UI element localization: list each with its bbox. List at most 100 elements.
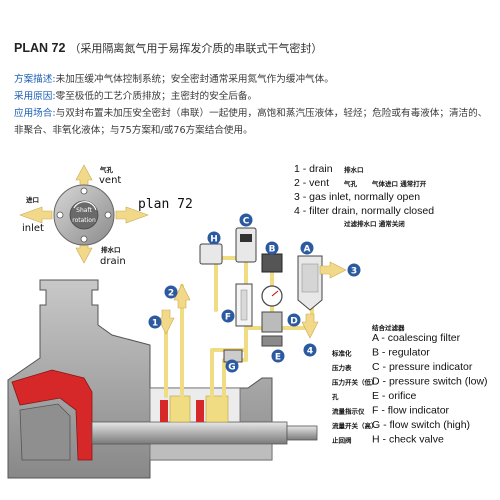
component-legend-cn: 标准化 <box>331 349 352 358</box>
dial-drain-en: drain <box>100 256 126 267</box>
component-legend-cn: 孔 <box>332 393 339 401</box>
dial-port-left <box>56 211 64 219</box>
paragraph-description: 方案描述:未加压缓冲气体控制系统；安全密封通常采用氮气作为缓冲气体。 <box>14 71 490 88</box>
port-markers: 1 2 3 4 <box>148 263 361 357</box>
port-marker-2: 2 <box>164 285 178 299</box>
port-legend-4: 4 - filter drain, normally closed <box>294 205 434 217</box>
svg-text:E: E <box>275 353 281 363</box>
description-label: 方案描述: <box>14 74 56 85</box>
paragraph-application: 应用场合:与双封布置未加压安全密封（串联）一起使用，高饱和蒸汽压液体，轻烃；危险… <box>14 105 490 139</box>
dial-port-top <box>80 187 88 195</box>
application-text: 与双封布置未加压安全密封（串联）一起使用，高饱和蒸汽压液体，轻烃；危险或有毒液体… <box>14 108 488 136</box>
port-legend-2-cn: 气孔 <box>343 179 358 188</box>
port-legend-3: 3 - gas inlet, normally open <box>294 191 420 203</box>
svg-text:H: H <box>210 235 218 245</box>
marker-H: H <box>207 231 221 245</box>
component-legend-cn: 止回阀 <box>332 436 352 445</box>
component-legend-rows: A - coalescing filter 标准化 B - regulator 压力表… <box>331 332 488 446</box>
plan-subtitle: （采用隔离氮气用于易挥发介质的串联式干气密封） <box>69 42 323 55</box>
component-legend: 结合过滤器 A - coalescing filter 标准化 B - regula… <box>331 323 488 446</box>
port-legend-4-cn: 过滤排水口 通常关闭 <box>344 219 405 228</box>
pump-body <box>7 279 318 479</box>
dial-inlet-en: inlet <box>22 223 44 234</box>
svg-text:B: B <box>269 245 276 255</box>
paragraph-reason: 采用原因:零至极低的工艺介质排放；主密封的安全后备。 <box>14 88 490 105</box>
seal-housing <box>149 443 273 461</box>
component-legend-item: H - check valve <box>372 434 444 446</box>
svg-text:2: 2 <box>168 289 174 299</box>
plan-title: PLAN 72 <box>14 41 66 55</box>
shaft <box>91 421 288 445</box>
port-marker-3: 3 <box>347 263 361 277</box>
flow-switch-icon <box>199 243 223 265</box>
dial-center-top: Shaft <box>76 207 92 214</box>
port-marker-1: 1 <box>148 315 162 329</box>
svg-text:4: 4 <box>307 347 313 357</box>
port-legend: 1 - drain 排水口 2 - vent 气孔 气体进口 通常打开 3 - … <box>294 163 434 228</box>
port-legend-2-cn2: 气体进口 通常打开 <box>371 179 427 188</box>
svg-text:D: D <box>290 317 297 327</box>
component-legend-cn: 流量指示仪 <box>332 407 365 416</box>
plan72-diagram: Shaft rotation 进口 inlet 气孔 vent 排水口 drai… <box>0 160 500 500</box>
component-legend-cn: 压力开关（低） <box>332 378 378 387</box>
inlet-arrow <box>19 206 53 224</box>
marker-D: D <box>287 313 301 327</box>
dial-port-right <box>104 211 112 219</box>
component-legend-item: G - flow switch (high) <box>372 419 470 431</box>
rotation-dial: Shaft rotation 进口 inlet 气孔 vent 排水口 drai… <box>19 164 149 267</box>
application-label: 应用场合: <box>14 108 56 119</box>
seal-red-1 <box>160 400 168 422</box>
port-arrows <box>157 261 347 339</box>
dial-vent-cn: 气孔 <box>99 165 114 174</box>
shaft-end <box>286 425 318 441</box>
plan-label: plan 72 <box>138 197 193 212</box>
component-legend-item: B - regulator <box>372 347 430 359</box>
port-arrow-3 <box>319 261 347 279</box>
component-legend-heading: 结合过滤器 <box>372 323 405 332</box>
component-legend-cn: 流量开关（高） <box>332 421 378 430</box>
dial-vent-en: vent <box>99 175 121 186</box>
dial-center-bottom: rotation <box>72 217 96 224</box>
dial-drain-cn: 排水口 <box>101 245 121 254</box>
port-legend-1: 1 - drain <box>294 163 333 175</box>
pressure-indicator-icon <box>235 227 257 263</box>
component-markers: A B C D E F G H <box>207 213 314 373</box>
port-arrow-4 <box>301 313 319 339</box>
description-text: 未加压缓冲气体控制系统；安全密封通常采用氮气作为缓冲气体。 <box>55 74 334 85</box>
seal-face-2 <box>205 395 229 423</box>
dial-center <box>69 200 99 230</box>
port-legend-2: 2 - vent <box>294 177 329 189</box>
instruments <box>199 227 323 363</box>
orifice-icon <box>261 335 283 347</box>
reason-label: 采用原因: <box>14 91 56 102</box>
pressure-indicator-window <box>240 234 252 242</box>
flow-indicator-tube <box>240 289 248 321</box>
component-legend-item: D - pressure switch (low) <box>372 376 488 388</box>
component-legend-item: A - coalescing filter <box>372 332 461 344</box>
header: PLAN 72（采用隔离氮气用于易挥发介质的串联式干气密封） 方案描述:未加压缓… <box>14 40 490 139</box>
marker-F: F <box>221 309 235 323</box>
svg-text:A: A <box>304 245 311 255</box>
svg-text:F: F <box>225 313 231 323</box>
svg-text:C: C <box>243 217 250 227</box>
marker-C: C <box>239 213 253 227</box>
regulator-icon <box>261 253 283 273</box>
component-legend-item: F - flow indicator <box>372 405 450 417</box>
pressure-switch-icon <box>261 311 283 333</box>
gauge-needle <box>271 290 279 297</box>
component-legend-item: C - pressure indicator <box>372 361 473 373</box>
right-arrow <box>115 206 149 224</box>
seal-red-2 <box>196 400 204 422</box>
impeller-gray <box>19 403 71 461</box>
component-legend-cn: 压力表 <box>332 363 352 372</box>
filter-element <box>301 263 319 293</box>
diagram-svg: Shaft rotation 进口 inlet 气孔 vent 排水口 drai… <box>7 163 488 479</box>
rotation-arrow-icon <box>73 201 97 211</box>
svg-text:3: 3 <box>351 267 357 277</box>
marker-A: A <box>300 241 314 255</box>
marker-E: E <box>271 349 285 363</box>
component-legend-item: E - orifice <box>372 390 417 402</box>
svg-text:1: 1 <box>152 319 158 329</box>
dial-inlet-cn: 进口 <box>26 195 39 204</box>
marker-G: G <box>225 359 239 373</box>
